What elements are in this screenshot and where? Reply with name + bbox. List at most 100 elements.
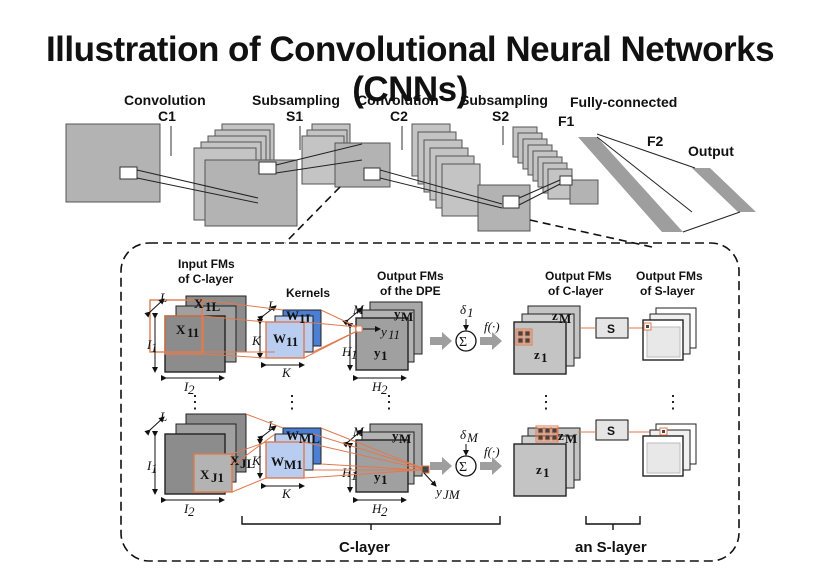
svg-text:K: K [281, 486, 292, 501]
header-kernels: Kernels [286, 286, 330, 300]
svg-text:M: M [401, 309, 413, 324]
dots-c: ⋮ [537, 392, 555, 412]
sigma-bottom: Σ [459, 460, 467, 475]
y1-label-bottom: y [374, 469, 381, 484]
svg-text:L: L [159, 290, 167, 305]
svg-text:J1: J1 [211, 470, 224, 485]
yM-label-bottom: y [392, 428, 399, 443]
svg-text:K: K [251, 333, 262, 348]
svg-text:2: 2 [381, 382, 388, 397]
svg-text:L: L [267, 418, 275, 433]
s-box-bottom: S [607, 424, 615, 438]
header-output-dpe-2: of the DPE [380, 284, 441, 298]
svg-text:2: 2 [381, 504, 388, 519]
sigma-top: Σ [459, 335, 467, 350]
svg-text:2: 2 [188, 504, 195, 519]
svg-text:M: M [352, 424, 365, 439]
wM1-label: W [271, 454, 284, 469]
y1-label: y [374, 345, 381, 360]
s-box-top: S [607, 322, 615, 336]
func-bottom: f(·) [484, 444, 500, 459]
svg-text:11: 11 [187, 325, 199, 340]
w11-label: W [273, 331, 286, 346]
f2-layer [692, 168, 756, 212]
svg-text:H: H [371, 501, 382, 516]
detail-top-row: X 1L X 11 L I 1 I 2 W 1L W 11 L K K [144, 290, 697, 397]
svg-text:H: H [341, 344, 352, 359]
delta-top: δ [460, 302, 467, 317]
svg-text:1L: 1L [205, 299, 221, 314]
svg-text:H: H [341, 465, 352, 480]
zM-label: z [552, 308, 558, 323]
svg-text:1: 1 [381, 472, 388, 487]
svg-text:1: 1 [467, 305, 474, 320]
z1-label: z [534, 347, 540, 362]
svg-text:H: H [371, 379, 382, 394]
svg-text:M1: M1 [284, 457, 303, 472]
svg-text:1: 1 [543, 465, 550, 480]
input-image [65, 123, 161, 203]
s-layer-brace [585, 516, 641, 530]
dots-kernel: ⋮ [283, 392, 301, 412]
svg-text:I: I [183, 501, 189, 516]
dots-input: ⋮ [186, 392, 204, 412]
x11-label: X [176, 322, 186, 337]
yM-label: y [394, 306, 401, 321]
label-subsampling-2: Subsampling [460, 92, 548, 108]
f1-layer [578, 137, 683, 232]
delta-bottom: δ [460, 427, 467, 442]
c-layer-brace [241, 516, 501, 530]
diagram-title: Illustration of Convolutional Neural Net… [45, 30, 775, 109]
label-f1: F1 [558, 113, 575, 129]
svg-text:1: 1 [351, 468, 358, 483]
label-s1: S1 [286, 108, 303, 124]
yJM-label: y [434, 484, 442, 499]
s1-stack [301, 123, 391, 188]
svg-text:K: K [281, 365, 292, 380]
label-subsampling-1: Subsampling [252, 92, 340, 108]
label-output: Output [688, 143, 734, 159]
detail-box [120, 242, 740, 562]
y11-label: y [379, 324, 387, 339]
svg-text:I: I [146, 337, 152, 352]
dots-dpe: ⋮ [380, 392, 398, 412]
label-f2: F2 [647, 133, 664, 149]
top-pipeline: Convolution C1 Subsampling S1 Convolutio… [65, 92, 756, 233]
svg-text:1L: 1L [299, 311, 315, 326]
header-output-dpe-1: Output FMs [377, 269, 444, 283]
label-fully-connected: Fully-connected [570, 94, 677, 110]
svg-text:M: M [399, 431, 411, 446]
header-output-s-1: Output FMs [636, 269, 703, 283]
c1-stack [193, 123, 298, 227]
svg-text:1: 1 [541, 350, 548, 365]
header-output-s-2: of S-layer [640, 284, 695, 298]
header-output-c-1: Output FMs [545, 269, 612, 283]
w1L-label: W [286, 308, 299, 323]
svg-text:L: L [267, 298, 275, 313]
func-top: f(·) [484, 319, 500, 334]
label-convolution-1: Convolution [124, 92, 206, 108]
svg-text:I: I [183, 379, 189, 394]
label-s2: S2 [492, 108, 509, 124]
label-c1: C1 [158, 108, 176, 124]
svg-text:L: L [159, 409, 167, 424]
dots-s: ⋮ [664, 392, 682, 412]
label-convolution-2: Convolution [357, 92, 439, 108]
header-output-c-2: of C-layer [548, 284, 604, 298]
xJ1-label: X [200, 467, 210, 482]
c2-stack [411, 123, 531, 232]
svg-text:1: 1 [381, 348, 388, 363]
header-input-fms-1: Input FMs [178, 257, 235, 271]
s-layer-label: an S-layer [575, 539, 647, 556]
svg-text:11: 11 [286, 334, 298, 349]
svg-text:K: K [251, 453, 262, 468]
svg-text:M: M [466, 430, 479, 445]
label-c2: C2 [390, 108, 408, 124]
svg-text:1: 1 [351, 347, 358, 362]
header-input-fms-2: of C-layer [178, 272, 234, 286]
svg-text:2: 2 [188, 382, 195, 397]
svg-text:M: M [352, 302, 365, 317]
svg-text:1: 1 [151, 340, 158, 355]
svg-text:1: 1 [151, 461, 158, 476]
